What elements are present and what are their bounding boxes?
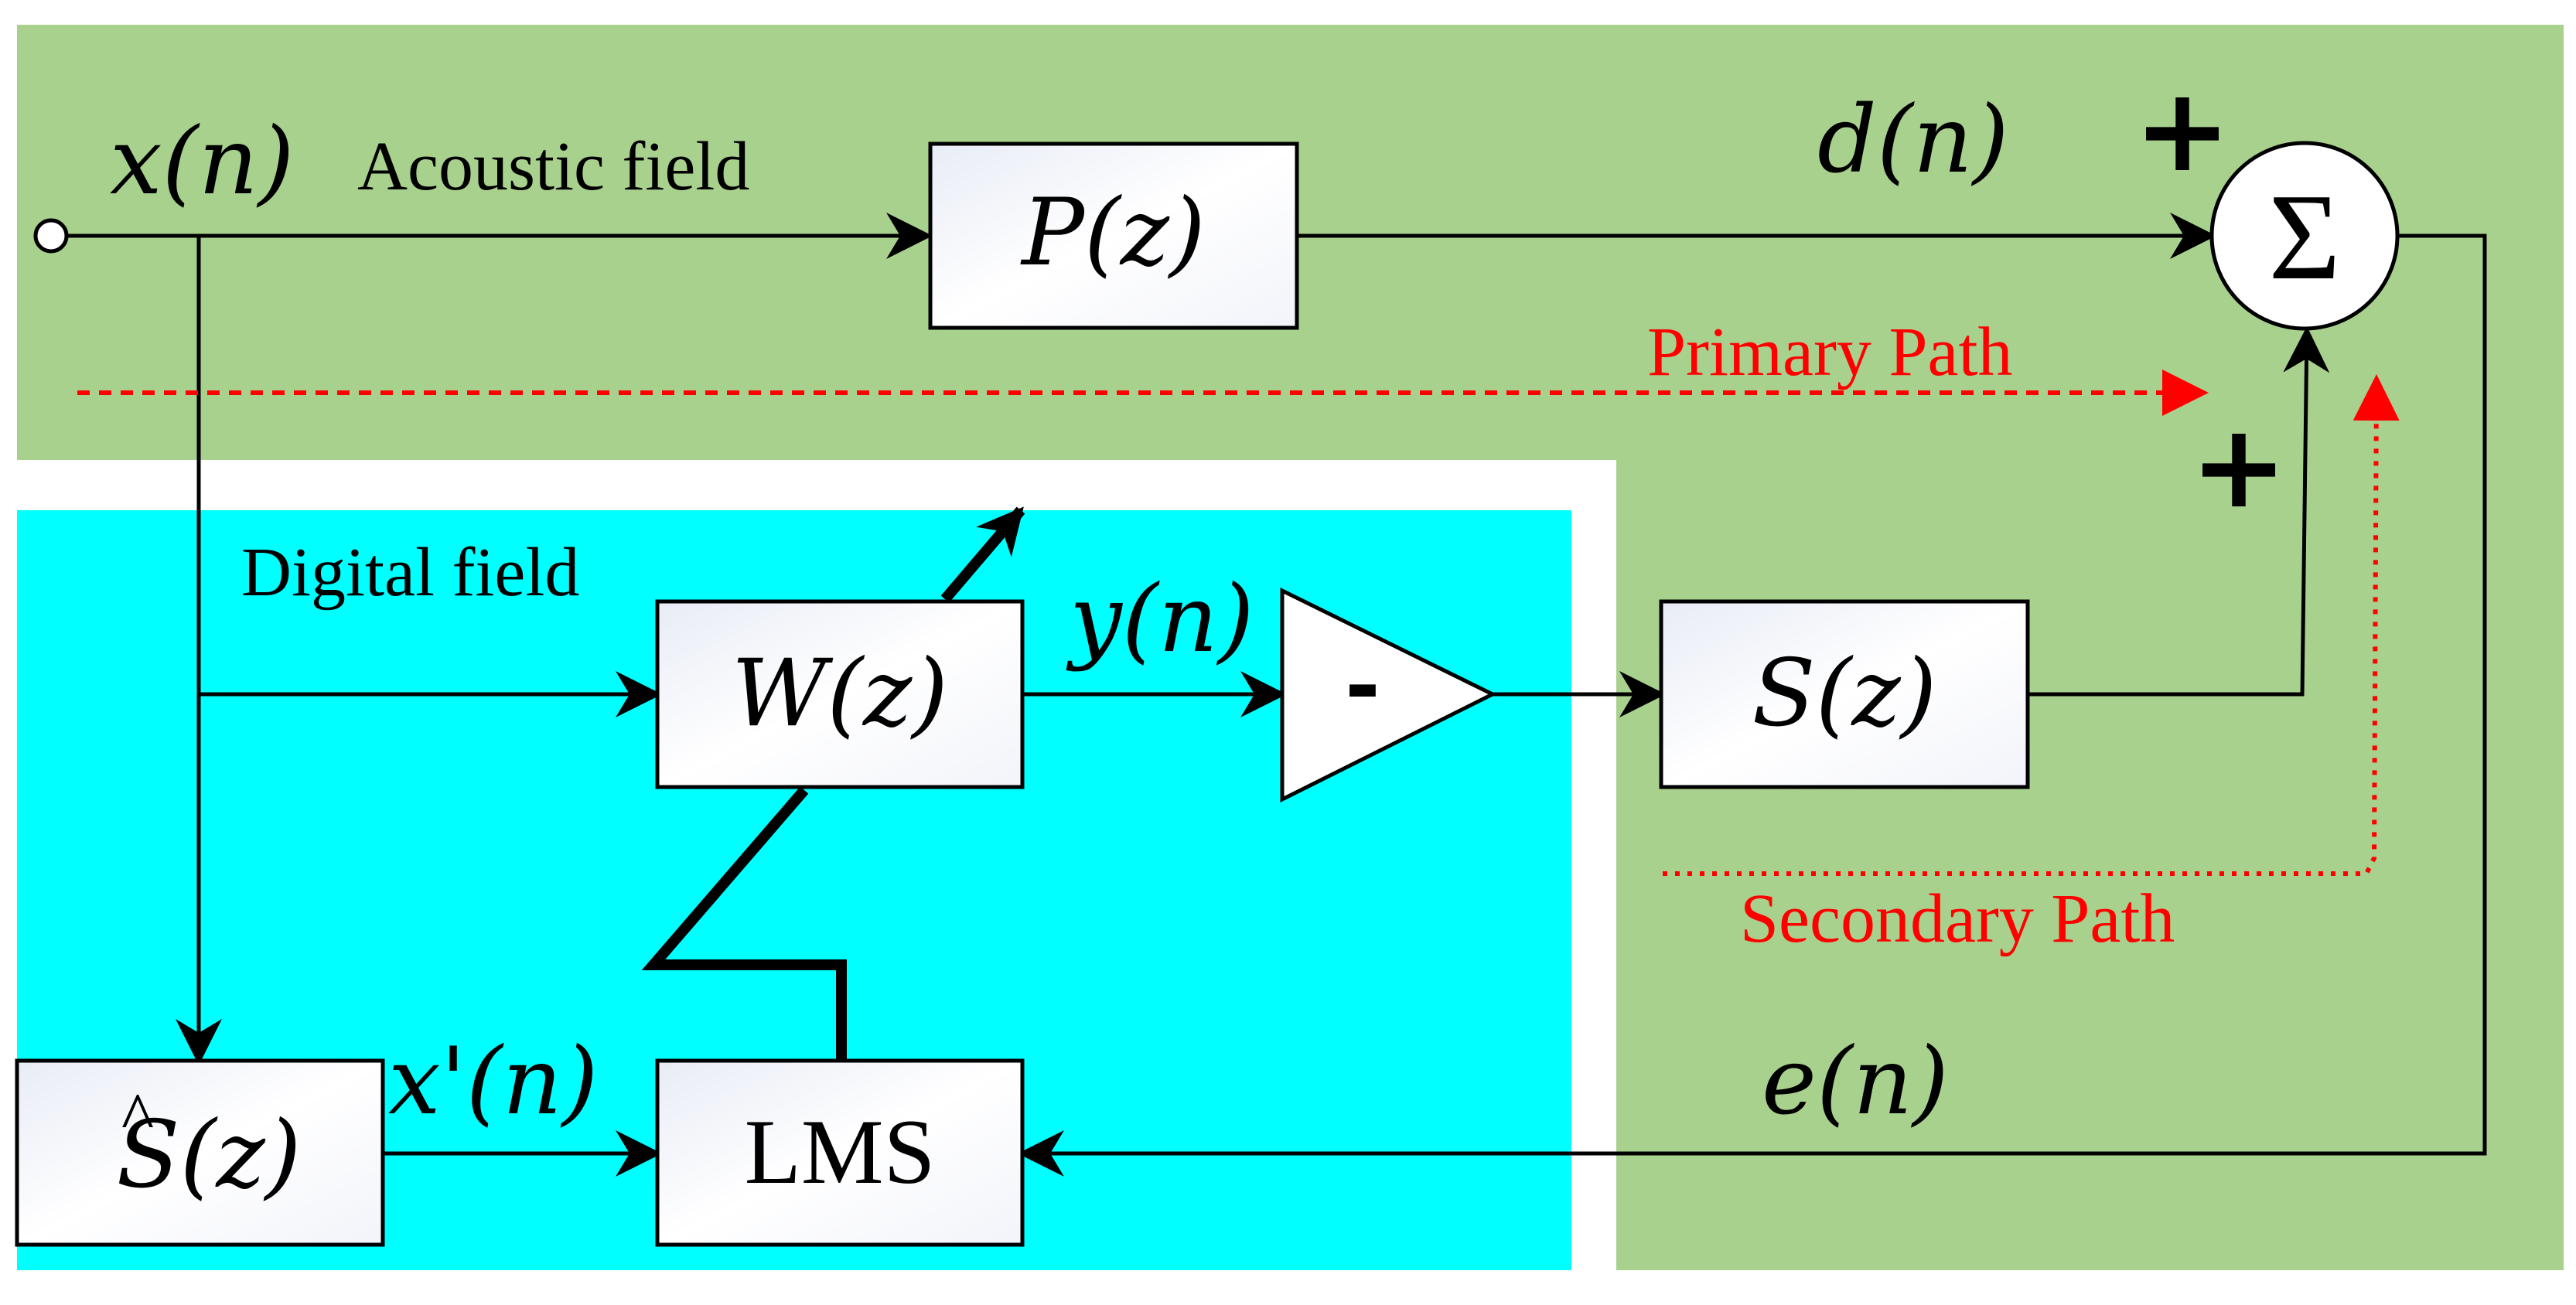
primary-path-block bbox=[928, 141, 1299, 330]
adaptive-filter-block-label: W(z) bbox=[732, 640, 948, 748]
signal-wiring bbox=[68, 213, 2487, 1177]
input-signal-label: x(n) bbox=[110, 108, 295, 216]
secondary-path-estimate-block bbox=[15, 1058, 385, 1247]
summing-symbol: Σ bbox=[2268, 168, 2340, 305]
filtered-reference-label: x'(n) bbox=[388, 1028, 599, 1136]
adaptive-weight-arrow bbox=[940, 506, 1025, 603]
secondary-path-block bbox=[1659, 599, 2030, 789]
desired-signal-label: d(n) bbox=[1817, 87, 2009, 194]
lms-block-label: LMS bbox=[745, 1100, 936, 1203]
adaptive-filter-block bbox=[655, 599, 1025, 789]
acoustic-field-label: Acoustic field bbox=[357, 128, 749, 205]
primary-path-label: Primary Path bbox=[1647, 314, 2012, 390]
summing-junction bbox=[2209, 141, 2400, 331]
sum-plus-top: + bbox=[2134, 63, 2231, 198]
error-signal-label: e(n) bbox=[1762, 1028, 1949, 1136]
sum-plus-bottom: + bbox=[2190, 400, 2288, 534]
primary-path-block-label: P(z) bbox=[1020, 179, 1206, 287]
secondary-path-block-label: S(z) bbox=[1752, 640, 1936, 748]
input-terminal bbox=[33, 218, 69, 254]
lms-update-line bbox=[641, 786, 847, 1065]
digital-field-label: Digital field bbox=[241, 534, 579, 611]
acoustic-field-region bbox=[17, 25, 2564, 1270]
wire-error-feedback bbox=[1018, 233, 2487, 1177]
secondary-estimate-block-label: S(z) bbox=[116, 1102, 301, 1209]
secondary-path-label: Secondary Path bbox=[1740, 881, 2175, 957]
wire-s-to-sum bbox=[2028, 326, 2330, 697]
inverter-triangle bbox=[1280, 587, 1497, 803]
inverter-sign: - bbox=[1345, 636, 1380, 735]
lms-block bbox=[655, 1058, 1025, 1247]
secondary-estimate-hat: ^ bbox=[121, 1079, 154, 1156]
output-signal-label: y(n) bbox=[1066, 566, 1254, 673]
